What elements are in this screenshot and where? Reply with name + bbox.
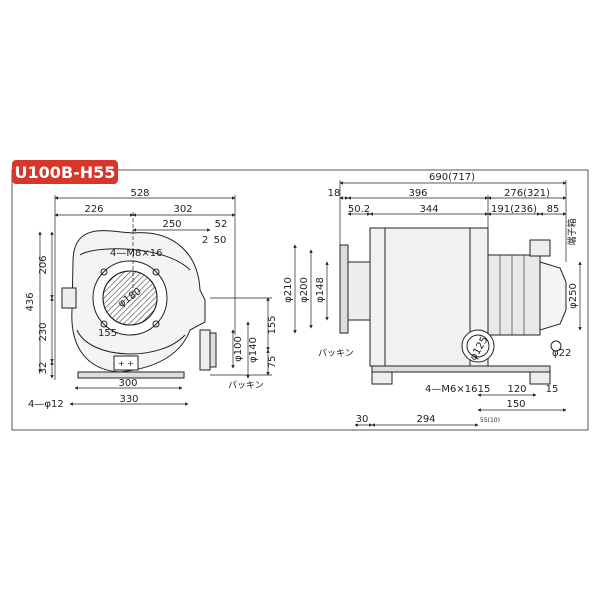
outlet-dia-outer-label: φ140 [248,337,259,363]
inlet-dia-mid-label: φ200 [299,277,310,303]
dim-15-a: 15 [478,384,491,395]
model-badge: U100B-H55 [12,160,118,184]
dim-150: 150 [506,399,525,410]
inlet-dia-inner-label: φ148 [315,277,326,303]
dim-690: 690(717) [429,172,475,183]
dim-32: 32 [38,362,49,375]
dim-120: 120 [507,384,526,395]
dim-396: 396 [408,188,427,199]
dim-300: 300 [118,378,137,389]
dim-50-2: 50.2 [348,204,370,215]
dim-230: 230 [38,322,49,341]
bolt-holes-label: 4—M8×16 [110,248,162,259]
dim-344: 344 [419,204,438,215]
side-motor [487,254,541,336]
dim-75: 75 [267,356,278,369]
side-view [339,227,567,385]
dim-18: 18 [328,188,341,199]
dim-191: 191(236) [491,204,537,215]
dim-276: 276(321) [504,188,550,199]
dim-50: 50 [214,235,227,246]
dim-436: 436 [25,292,36,311]
terminal-box-label: 端子箱 [566,218,578,245]
outlet-dia-inner-label: φ100 [233,336,244,362]
dim-226: 226 [84,204,103,215]
dim-528: 528 [130,188,149,199]
outlet-duct [199,329,211,371]
dim-30: 30 [356,414,369,425]
dim-330: 330 [119,394,138,405]
base-bolts-label: 4—M6×16 [425,384,477,395]
side-dimensions [293,180,582,427]
terminal-box [529,239,551,257]
dim-52: 52 [215,219,228,230]
inlet-dia-outer-label: φ210 [283,277,294,303]
side-labels: 690(717) 18 396 276(321) 50.2 344 191(23… [283,172,579,425]
dim-302: 302 [173,204,192,215]
side-base [371,365,551,373]
svg-text:+ +: + + [118,359,134,368]
dim-155: 155 [267,315,278,334]
front-view: + + [61,230,217,379]
front-labels: 528 226 302 250 52 2 50 4—M8×16 φ180 155… [25,188,278,410]
front-dimensions [38,195,272,406]
dim-206: 206 [38,255,49,274]
model-title: U100B-H55 [15,163,116,182]
drawing-frame [11,169,589,431]
dim-250: 250 [162,219,181,230]
small-note: 55(10) [480,417,500,424]
inlet-flange [339,244,349,334]
dim-15-b: 15 [546,384,559,395]
dim-85: 85 [547,204,560,215]
conduit-dia-label: φ22 [552,348,571,359]
foot-holes-label: 4—φ12 [28,399,64,410]
front-gasket-label: パッキン [228,380,264,391]
radius-label: 155 [98,328,117,339]
fan-cover [539,261,567,331]
dim-2: 2 [202,235,208,246]
dim-294: 294 [416,414,435,425]
motor-dia-label: φ250 [568,283,579,309]
front-base [77,371,185,379]
side-gasket-label: パッキン [318,348,354,359]
